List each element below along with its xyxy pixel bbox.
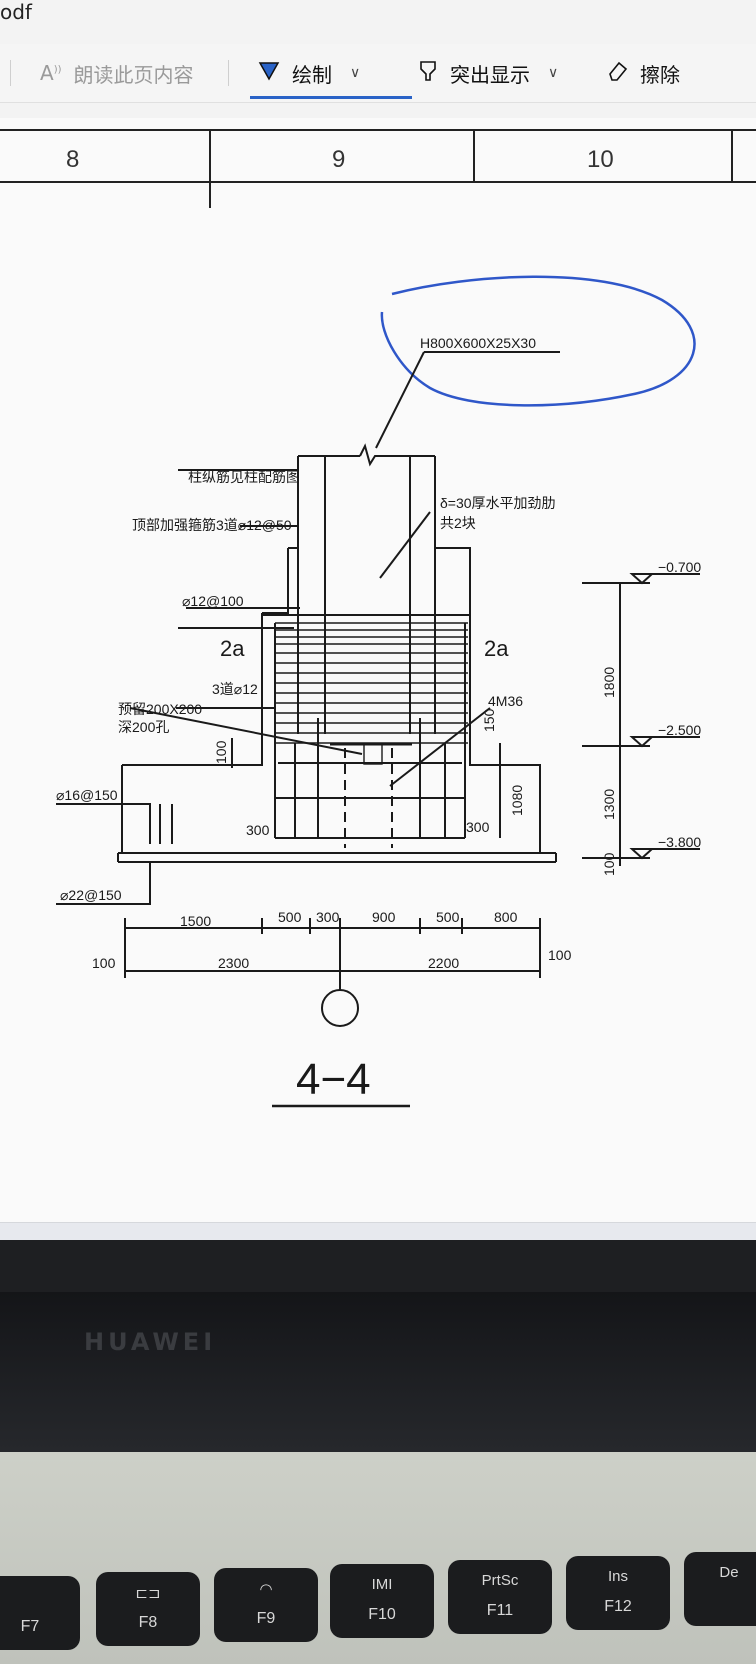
read-aloud-label: 朗读此页内容 xyxy=(73,62,194,87)
windows-taskbar: IMI ^ ⇄ xyxy=(0,1222,756,1240)
highlight-label: 突出显示 xyxy=(450,62,530,87)
dimension-label: 150 xyxy=(481,708,497,732)
dimension-label: 100 xyxy=(601,852,617,876)
dimension-label: 1300 xyxy=(601,789,617,820)
dimension-label: 500 xyxy=(278,909,302,925)
dimension-label: 300 xyxy=(246,822,270,838)
key-delete[interactable]: De xyxy=(684,1552,756,1626)
foundation-section-drawing: H800X600X25X30 柱纵筋见柱配筋图 顶部加强箍筋3道⌀12@50 δ… xyxy=(56,275,701,1108)
dimension-label: 1800 xyxy=(601,667,617,698)
dimension-label: 300 xyxy=(466,819,490,835)
dimension-label: 1080 xyxy=(509,785,525,816)
brand-logo: HUAWEI xyxy=(84,1328,217,1356)
drawing-grid-header: 8 9 10 xyxy=(0,129,756,208)
column-rebar-note: 柱纵筋见柱配筋图 xyxy=(188,469,300,485)
pdf-page: 8 9 10 xyxy=(0,118,756,1238)
grid-lines xyxy=(0,129,756,208)
elevation-label: −2.500 xyxy=(658,722,701,738)
dimension-label: 1500 xyxy=(180,913,211,929)
steel-section-label: H800X600X25X30 xyxy=(420,335,536,351)
highlight-button[interactable]: 突出显示 ∨ xyxy=(418,56,558,90)
dimension-label: 900 xyxy=(372,909,396,925)
section-mark-right: 2a xyxy=(484,636,509,661)
three-bars-label: 3道⌀12 xyxy=(212,681,258,697)
window-titlebar: odf xyxy=(0,0,756,40)
draw-label: 绘制 xyxy=(292,62,332,87)
display-icon: ⊏⊐ xyxy=(135,1585,161,1602)
annotation-circle xyxy=(380,275,696,407)
top-stirrup-note: 顶部加强箍筋3道⌀12@50 xyxy=(132,517,292,533)
draw-active-indicator xyxy=(250,96,412,99)
key-f9[interactable]: ◠F9 xyxy=(214,1568,318,1642)
section-title: 4−4 xyxy=(296,1055,371,1104)
key-f7[interactable]: F7 xyxy=(0,1576,80,1650)
draw-button[interactable]: 绘制 ∨ xyxy=(258,56,360,90)
bottom-rebar-label: ⌀16@150 xyxy=(56,787,118,803)
chevron-down-icon[interactable]: ∨ xyxy=(548,65,559,81)
chevron-down-icon[interactable]: ∨ xyxy=(350,65,361,81)
pdf-toolbar: A)) 朗读此页内容 绘制 ∨ 突出显示 ∨ 擦除 xyxy=(0,44,756,103)
read-aloud-button[interactable]: A)) 朗读此页内容 xyxy=(40,56,194,90)
read-aloud-icon: A)) xyxy=(40,61,62,85)
stirrup-label: ⌀12@100 xyxy=(182,593,244,609)
toolbar-divider xyxy=(228,60,229,86)
stiffener-count: 共2块 xyxy=(440,515,476,531)
dimension-label: 500 xyxy=(436,909,460,925)
window-title: odf xyxy=(0,0,32,24)
wifi-icon: ◠ xyxy=(259,1581,273,1598)
key-f8[interactable]: ⊏⊐F8 xyxy=(96,1572,200,1646)
eraser-icon xyxy=(606,60,628,87)
highlighter-icon xyxy=(418,60,438,87)
reserved-hole-label: 预留200X200 xyxy=(118,701,202,717)
laptop-bezel: HUAWEI xyxy=(0,1292,756,1452)
erase-label: 擦除 xyxy=(640,62,680,87)
laptop-screen: odf A)) 朗读此页内容 绘制 ∨ 突出显示 ∨ 擦除 xyxy=(0,0,756,1240)
erase-button[interactable]: 擦除 xyxy=(606,56,680,90)
anchor-bolt-label: 4M36 xyxy=(488,693,523,709)
dimension-label: 100 xyxy=(213,740,229,764)
dimension-label: 2300 xyxy=(218,955,249,971)
bottom-rebar-label: ⌀22@150 xyxy=(60,887,122,903)
pen-icon xyxy=(258,61,280,86)
dimension-label: 100 xyxy=(92,955,116,971)
reserved-hole-depth-label: 深200孔 xyxy=(118,719,169,735)
grid-column-number: 10 xyxy=(587,146,614,173)
dimension-label: 300 xyxy=(316,909,340,925)
dimension-label: 100 xyxy=(548,947,572,963)
toolbar-divider xyxy=(10,60,11,86)
dimension-label: 2200 xyxy=(428,955,459,971)
stiffener-note: δ=30厚水平加劲肋 xyxy=(440,495,556,511)
grid-column-number: 9 xyxy=(332,146,346,173)
elevation-label: −3.800 xyxy=(658,834,701,850)
elevation-label: −0.700 xyxy=(658,559,701,575)
dimension-label: 800 xyxy=(494,909,518,925)
grid-column-number: 8 xyxy=(66,146,80,173)
section-mark-left: 2a xyxy=(220,636,245,661)
